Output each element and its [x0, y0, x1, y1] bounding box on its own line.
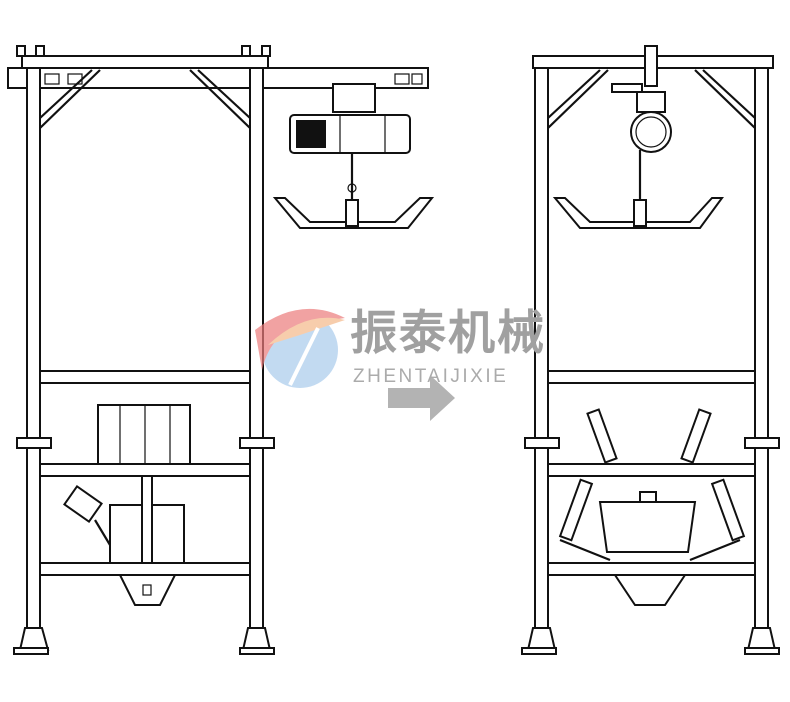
watermark-brand-en: ZHENTAIJIXIE — [353, 366, 509, 387]
arrow-icon — [388, 375, 455, 421]
left-frame — [7, 45, 429, 655]
right-frame — [521, 45, 780, 655]
watermark-brand-cn: 振泰机械 — [350, 306, 546, 359]
zhentai-logo-icon — [255, 308, 345, 388]
electric-hoist — [272, 83, 435, 229]
